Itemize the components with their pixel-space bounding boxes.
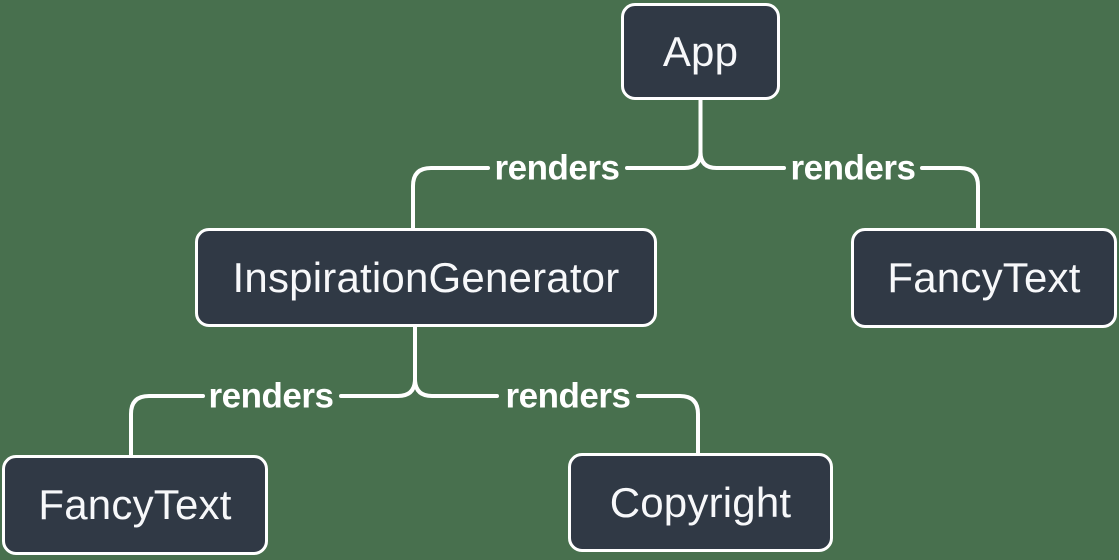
edge-inspiration-generator-to-copyright-stem bbox=[413, 325, 499, 398]
edge-inspiration-generator-to-fancy-text-end bbox=[129, 394, 205, 457]
edge-app-to-fancy-text-stem bbox=[698, 98, 786, 170]
edge-label-inspiration-generator-copyright: renders bbox=[505, 376, 631, 416]
edge-app-to-inspiration-generator-end bbox=[411, 166, 490, 230]
edge-app-to-fancy-text-end bbox=[920, 166, 980, 230]
edge-label-app-fancy-text: renders bbox=[790, 148, 916, 188]
edge-label-app-inspiration-generator: renders bbox=[494, 148, 620, 188]
edge-inspiration-generator-to-fancy-text-stem bbox=[339, 325, 417, 398]
node-inspiration-generator: InspirationGenerator bbox=[195, 228, 657, 327]
edge-label-inspiration-generator-fancy-text: renders bbox=[208, 376, 334, 416]
node-fancy-text-top: FancyText bbox=[851, 228, 1117, 328]
edge-app-to-inspiration-generator-stem bbox=[625, 98, 703, 170]
node-fancy-text-bottom: FancyText bbox=[2, 455, 268, 555]
node-app: App bbox=[621, 3, 780, 100]
node-copyright: Copyright bbox=[568, 453, 833, 552]
edge-inspiration-generator-to-copyright-end bbox=[636, 394, 700, 455]
